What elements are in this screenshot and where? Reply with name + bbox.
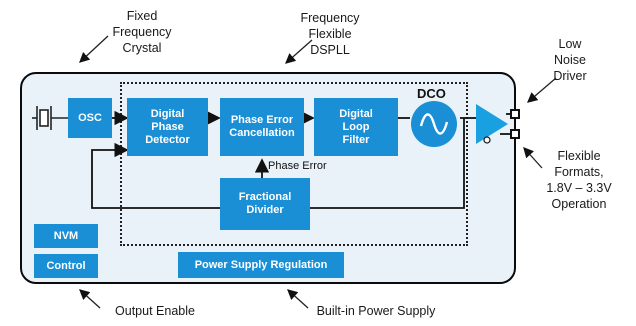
annotation-fixed-crystal: Fixed Frequency Crystal [112, 9, 172, 55]
output-pin-positive [510, 109, 520, 119]
dco-label: DCO [417, 86, 446, 101]
annotation-flexible-formats: Flexible Formats, 1.8V – 3.3V Operation [546, 149, 612, 211]
annotation-power-supply: Built-in Power Supply [316, 304, 436, 318]
osc-block: OSC [68, 98, 112, 138]
annotation-flexible-dspll: Frequency Flexible DSPLL [300, 11, 360, 57]
fractional-divider-block: Fractional Divider [220, 178, 310, 230]
control-block: Control [34, 254, 98, 278]
output-pin-negative [510, 129, 520, 139]
annotation-arrows [79, 35, 557, 309]
annotation-output-enable: Output Enable [115, 304, 195, 318]
phase-error-label: Phase Error [268, 160, 327, 172]
annotation-low-noise-driver: Low Noise Driver [553, 37, 587, 83]
crystal-icon [32, 106, 68, 130]
digital-phase-detector-block: Digital Phase Detector [127, 98, 208, 156]
nvm-block: NVM [34, 224, 98, 248]
dspll-boundary [120, 82, 468, 246]
driver-triangle-icon [476, 104, 512, 144]
dco-oscillator-icon [411, 101, 457, 147]
digital-loop-filter-block: Digital Loop Filter [314, 98, 398, 156]
power-supply-regulation-block: Power Supply Regulation [178, 252, 344, 278]
phase-error-cancellation-block: Phase Error Cancellation [220, 98, 304, 156]
